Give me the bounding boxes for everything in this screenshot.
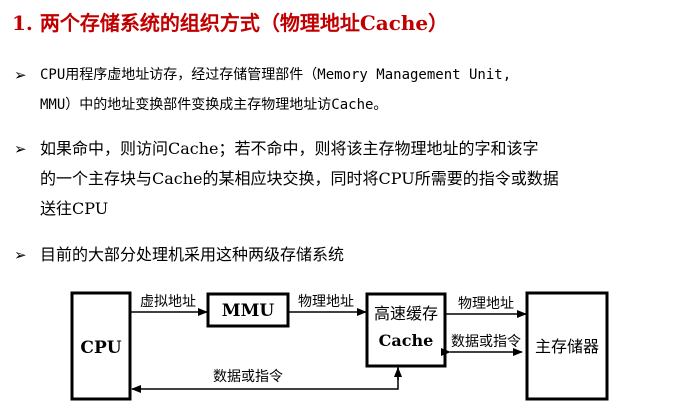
bullet-2-line-1: 如果命中，则访问Cache；若不命中，则将该主存物理地址的字和该字 [40, 139, 539, 158]
bullet-1-line-1: CPU用程序虚地址访存，经过存储管理部件（Memory Management U… [40, 67, 512, 83]
cache-label-line2: Cache [379, 331, 434, 350]
main-memory-label: 主存储器 [535, 337, 599, 356]
cache-label-line1: 高速缓存 [374, 304, 438, 323]
arrow-bullet-icon: ➢ [14, 246, 27, 264]
physical-address-label-2: 物理地址 [458, 296, 514, 312]
mmu-label: MMU [222, 301, 275, 321]
cache-box [365, 292, 447, 368]
arrow-bullet-icon: ➢ [14, 140, 27, 158]
bullet-3-line-1: 目前的大部分处理机采用这种两级存储系统 [40, 245, 345, 264]
bullet-item-2: ➢ 如果命中，则访问Cache；若不命中，则将该主存物理地址的字和该字 的一个主… [14, 134, 664, 224]
cpu-box [70, 291, 132, 401]
main-memory-box [525, 291, 609, 401]
section-title: 1. 两个存储系统的组织方式（物理地址Cache） [12, 11, 449, 35]
cpu-label: CPU [80, 338, 121, 358]
physical-address-label-1: 物理地址 [298, 294, 354, 310]
data-or-instruction-label-1: 数据或指令 [213, 369, 283, 385]
virtual-address-label: 虚拟地址 [140, 294, 196, 310]
bullet-2-line-3: 送往CPU [40, 199, 109, 218]
mmu-box [206, 292, 290, 328]
bullet-1-line-2: MMU）中的地址变换部件变换成主存物理地址访Cache。 [40, 97, 388, 113]
bullet-item-1: ➢ CPU用程序虚地址访存，经过存储管理部件（Memory Management… [14, 60, 664, 120]
bullet-2-line-2: 的一个主存块与Cache的某相应块交换，同时将CPU所需要的指令或数据 [40, 169, 559, 188]
arrow-bullet-icon: ➢ [14, 66, 27, 84]
bullet-item-3: ➢ 目前的大部分处理机采用这种两级存储系统 [14, 240, 664, 270]
data-or-instruction-label-2: 数据或指令 [451, 334, 521, 350]
